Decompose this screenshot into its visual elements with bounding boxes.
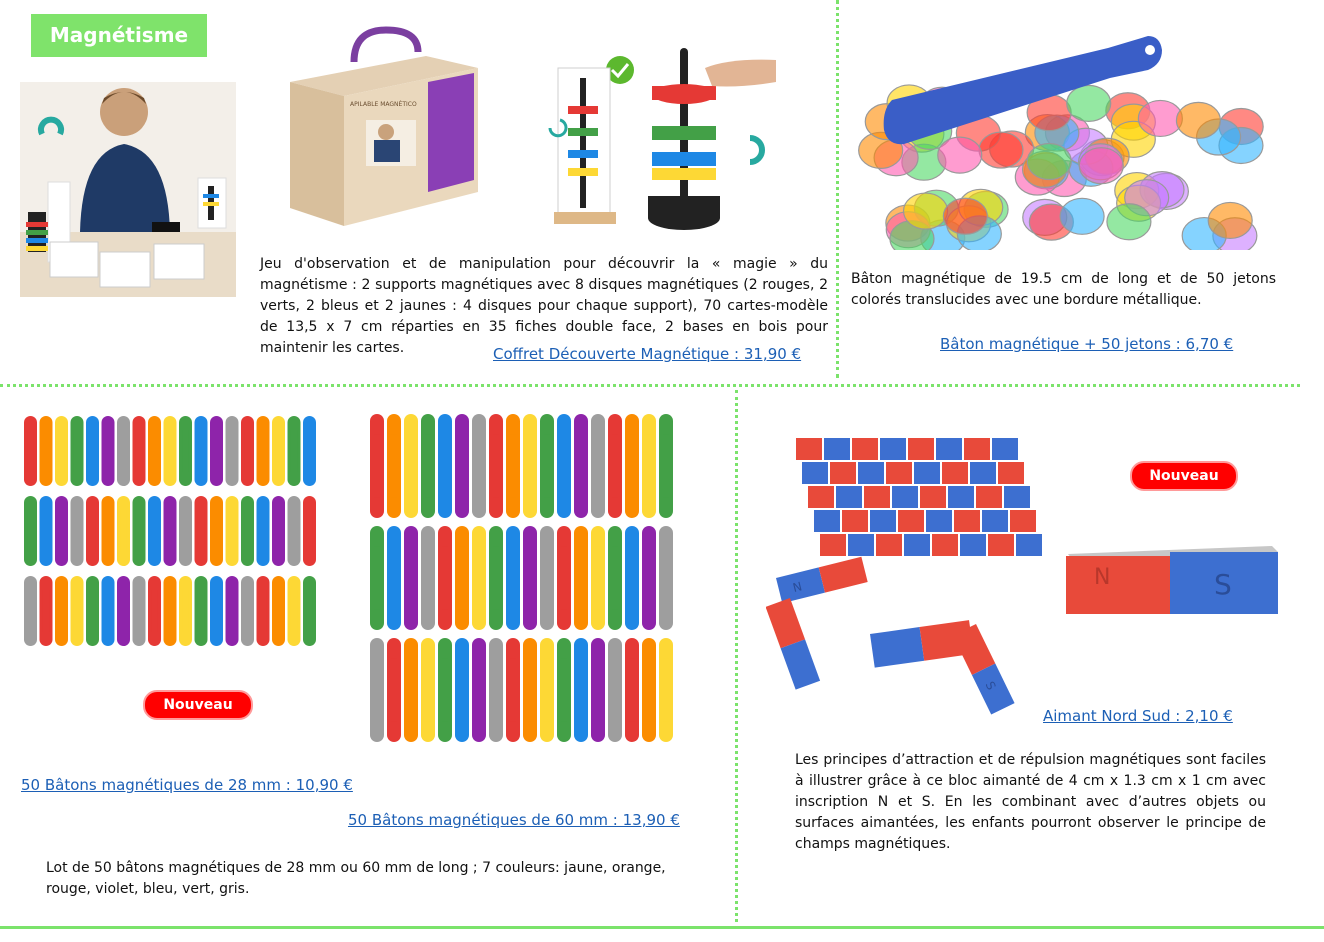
bottom-rule [0, 926, 1324, 929]
divider-middle [0, 384, 1300, 387]
divider-top [836, 0, 839, 378]
check-icon [606, 56, 634, 84]
child-playing-photo [20, 82, 236, 297]
sticks-28mm-photo [20, 410, 330, 650]
magnet-price-link[interactable]: Aimant Nord Sud : 2,10 € [1043, 707, 1233, 725]
baton-description: Bâton magnétique de 19.5 cm de long et d… [851, 271, 1276, 308]
coffret-description: Jeu d'observation et de manipulation pou… [260, 256, 828, 356]
baton-price-link[interactable]: Bâton magnétique + 50 jetons : 6,70 € [940, 335, 1234, 353]
coffret-box-photo: APILABLE MAGNÉTICO [286, 22, 482, 228]
magnet-blocks-photo: N S [766, 428, 1046, 718]
section-title: Magnétisme [31, 14, 207, 57]
new-badge-magnet: Nouveau [1130, 461, 1238, 491]
magnet-icon [38, 116, 64, 136]
new-badge-sticks: Nouveau [143, 690, 253, 720]
sticks-28mm-price-link[interactable]: 50 Bâtons magnétiques de 28 mm : 10,90 € [21, 776, 353, 794]
sticks-60mm-price-link[interactable]: 50 Bâtons magnétiques de 60 mm : 13,90 € [348, 811, 680, 829]
sticks-60mm-photo [366, 410, 684, 746]
stacking-game-photo [540, 28, 780, 232]
magnet-icon-right [749, 135, 765, 165]
wand-and-chips-photo [848, 20, 1274, 250]
svg-text:S: S [1214, 568, 1232, 601]
box-label: APILABLE MAGNÉTICO [350, 100, 417, 108]
svg-text:N: N [791, 579, 803, 595]
single-magnet-photo: S N [1060, 540, 1280, 620]
magnet-description: Les principes d’attraction et de répulsi… [795, 752, 1266, 852]
coffret-price-link[interactable]: Coffret Découverte Magnétique : 31,90 € [493, 345, 802, 363]
sticks-description: Lot de 50 bâtons magnétiques de 28 mm ou… [46, 860, 666, 897]
rotate-icon [548, 118, 568, 138]
divider-bottom [735, 390, 738, 922]
svg-text:N: N [1094, 565, 1110, 590]
